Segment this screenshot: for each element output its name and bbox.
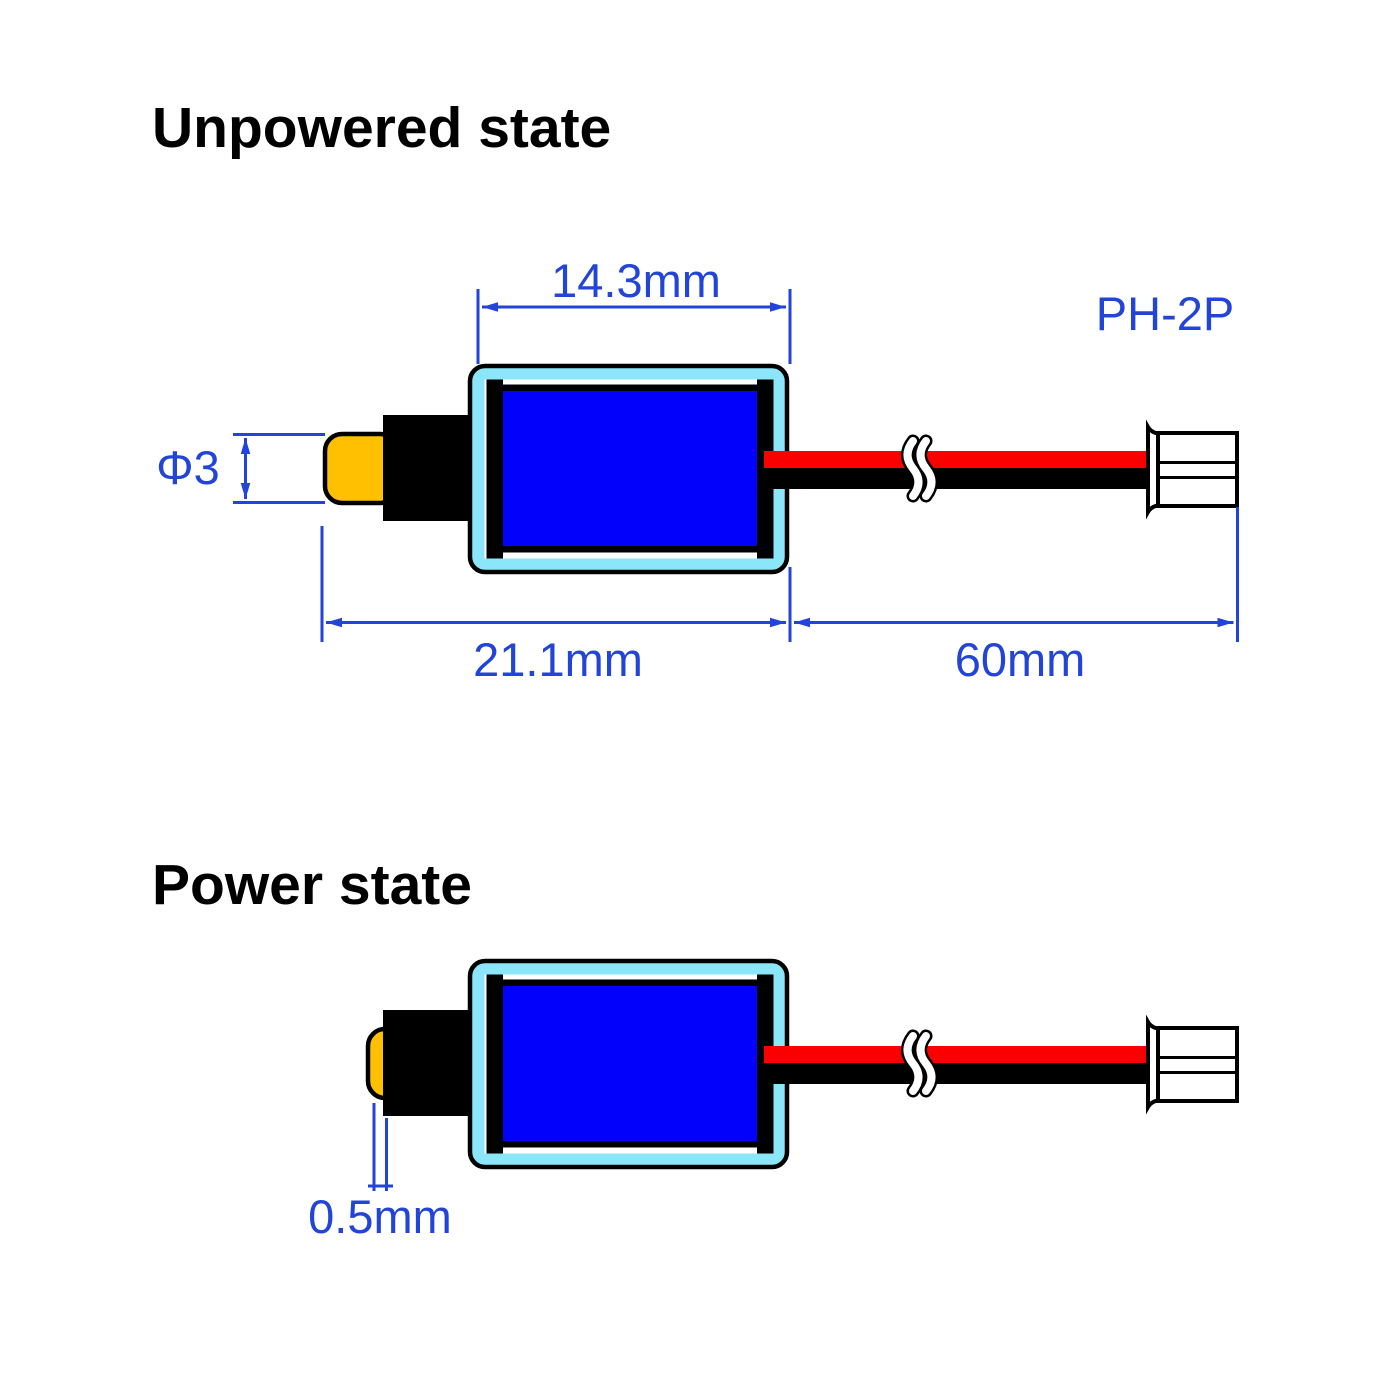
diagram-powered: Power state xyxy=(152,853,1239,1243)
bobbin-plate-bottom xyxy=(503,1141,757,1148)
ph2p-connector xyxy=(1146,1014,1239,1115)
dimension-plunger-protrusion: 0.5mm xyxy=(308,1103,452,1243)
bobbin-plate-top xyxy=(503,979,757,986)
bobbin-flange-left xyxy=(486,974,503,1154)
wire-length-label: 60mm xyxy=(955,633,1086,686)
wire-break-mark xyxy=(901,1029,938,1098)
break-curve xyxy=(916,437,936,500)
break-curve xyxy=(903,437,923,500)
bobbin-plate-bottom xyxy=(503,546,757,553)
connector-housing xyxy=(1156,431,1239,508)
break-curve xyxy=(916,1032,936,1095)
bobbin-plate-top xyxy=(503,384,757,391)
coil-winding xyxy=(503,986,757,1141)
powered-title: Power state xyxy=(152,853,472,917)
wire-black xyxy=(764,1063,1156,1084)
connector-type-label: PH-2P xyxy=(1096,287,1234,340)
dimension-total-length: 21.1mm xyxy=(320,526,792,686)
plunger-diameter-label: Φ3 xyxy=(156,441,220,494)
coil-winding xyxy=(503,391,757,546)
dimension-body-width: 14.3mm xyxy=(476,254,792,364)
wire-break-mark xyxy=(901,434,938,503)
total-length-label: 21.1mm xyxy=(473,633,643,686)
ph2p-connector xyxy=(1146,419,1239,520)
unpowered-title: Unpowered state xyxy=(152,96,611,160)
wire-red xyxy=(764,1046,1156,1063)
break-curve xyxy=(903,1032,923,1095)
solenoid-unpowered xyxy=(322,363,1239,575)
connector-housing xyxy=(1156,1026,1239,1103)
diagram-unpowered: Unpowered state 14.3mm PH-2P Φ3 xyxy=(152,96,1239,686)
wire-red xyxy=(764,451,1156,468)
dimension-plunger-diameter: Φ3 xyxy=(156,433,325,504)
bobbin-flange-left xyxy=(486,379,503,559)
plunger-stop xyxy=(383,1010,471,1116)
plunger-stop xyxy=(383,415,471,521)
dimension-wire-length: 60mm xyxy=(794,507,1239,686)
plunger-protrusion-label: 0.5mm xyxy=(308,1190,452,1243)
body-width-label: 14.3mm xyxy=(551,254,721,307)
solenoid-powered xyxy=(365,958,1239,1170)
wire-black xyxy=(764,468,1156,489)
